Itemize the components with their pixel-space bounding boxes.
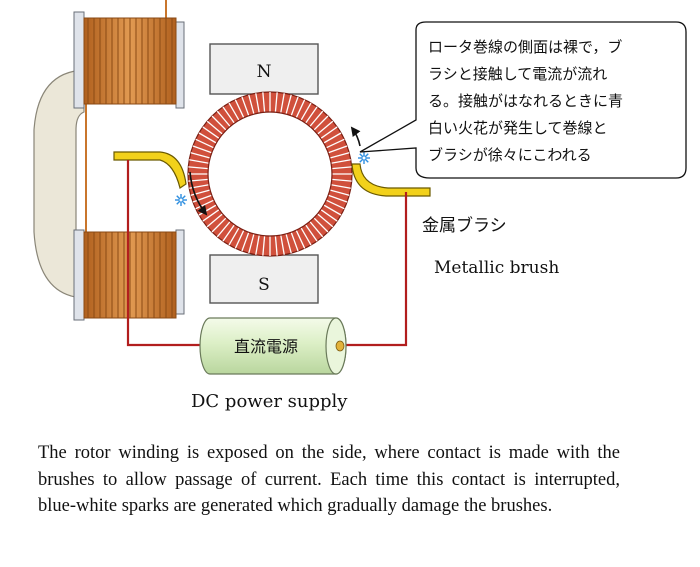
rotor-winding-turn [222,224,235,242]
rotor-winding-turn [262,92,266,113]
rotor-winding-turn [248,94,255,115]
callout-line-3: る。接触がはなれるときに青 [428,92,623,110]
rotor-winding-turn [325,199,345,210]
rotor-winding-turn [222,106,235,124]
rotor-winding-turn [285,233,292,254]
rotor-winding-turn [280,93,285,114]
spark-right [358,152,370,164]
north-pole-label: N [257,62,272,82]
rotor-winding-turn [331,178,352,182]
rotor-winding-turn [198,132,217,144]
spark-core [178,197,184,203]
rotor-winding-turn [234,99,245,119]
rotor-winding-turn [216,110,231,127]
spark-left [175,194,187,206]
brush-label-jp: 金属ブラシ [422,215,507,236]
rotor-winding-turn [211,217,227,233]
supply-label-en: DC power supply [191,391,348,412]
rotor-winding-turn [206,120,223,135]
callout-line-1: ロータ巻線の側面は裸で，ブ [428,38,622,56]
rotor-winding-turn [192,194,212,203]
rotor-winding-turn [323,204,342,216]
figure-caption: The rotor winding is exposed on the side… [38,443,620,516]
rotor-winding-turn [300,227,312,246]
rotation-arrow-left [189,171,208,216]
rotor-winding-turn [328,194,348,203]
rotor-winding-turn [202,126,220,139]
brush-label-en: Metallic brush [434,258,559,278]
rotor-winding-turn [323,132,342,144]
south-pole-label: S [258,275,270,295]
rotor-winding-turn [305,224,318,242]
rotor-winding-turn [280,234,285,255]
wire-right [346,192,408,347]
rotor-winding-turn [228,102,240,121]
supply-label-jp: 直流電源 [234,337,298,356]
rotor-winding-turn [309,110,324,127]
rotor-winding-turn [255,93,260,114]
rotor [187,91,353,257]
rotor-winding-turn [328,145,348,154]
dc-power-supply: 直流電源 [199,317,347,375]
rotor-winding-turn [317,120,334,135]
rotor-winding-turn [262,235,266,256]
rotor-winding-turn [255,234,260,255]
rotor-winding-turn [329,189,350,196]
left-brush [113,151,187,189]
rotor-winding-turn [190,152,211,159]
rotor-winding-turn [190,189,211,196]
rotor-winding-turn [285,94,292,115]
rotor-winding-turn [317,213,334,228]
rotor-winding-turn [290,232,299,252]
rotor-winding-turn [313,115,329,131]
callout-text: ロータ巻線の側面は裸で，ブ ラシと接触して電流が流れ る。接触がはなれるときに青… [428,38,623,164]
rotor-winding-turn [234,229,245,249]
rotor-winding-turn [188,166,209,170]
rotor-winding-turn [320,126,338,139]
north-pole-block [209,43,319,95]
rotor-winding-turn [192,145,212,154]
rotor-winding-turn [320,209,338,222]
lower-field-coil [73,229,185,321]
rotor-winding-turn [248,233,255,254]
rotor-winding-turn [331,166,352,170]
rotor-winding-turn [216,221,231,238]
motor-diagram: N S [33,0,687,412]
rotor-winding-turn [241,96,250,116]
rotor-winding-turn [329,152,350,159]
callout-bubble [359,21,687,179]
rotor-winding-turn [228,227,240,246]
rotor-winding-turn [325,138,345,149]
rotor-winding-turn [313,217,329,233]
callout-line-5: ブラシが徐々にこわれる [428,146,592,164]
rotation-arrow-right [350,126,361,147]
south-pole-block [209,254,319,304]
wire-left [126,160,206,347]
rotor-winding-turn [305,106,318,124]
rotor-winding-turn [290,96,299,116]
rotor-winding-turn [241,232,250,252]
rotor-winding-turn [274,235,278,256]
rotor-winding-turn [295,99,306,119]
rotor-winding-turn [330,184,351,189]
right-brush [351,163,431,197]
rotor-winding-turn [300,102,312,121]
callout-line-4: 白い火花が発生して巻線と [428,119,608,137]
rotor-winding-turn [202,209,220,222]
rotor-winding-turn [195,138,215,149]
rotor-winding-turn [274,92,278,113]
rotor-winding-turn [211,115,227,131]
callout-line-2: ラシと接触して電流が流れ [428,65,607,83]
rotor-winding-turn [295,229,306,249]
spark-core [361,155,367,161]
rotor-winding-turn [309,221,324,238]
rotor-winding-turn [330,159,351,164]
rotor-winding-turn [206,213,223,228]
rotor-winding-turn [189,159,210,164]
upper-field-coil [73,11,185,109]
